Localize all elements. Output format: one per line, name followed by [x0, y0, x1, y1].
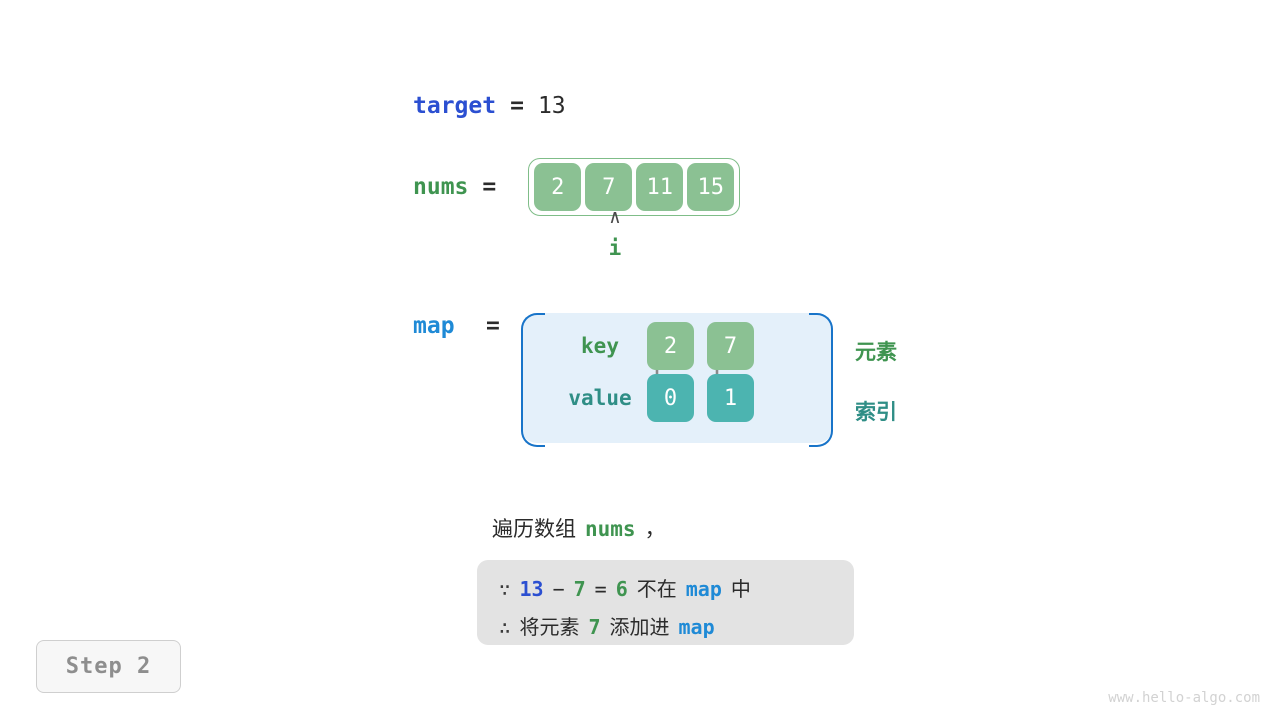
target-equals: =	[510, 93, 524, 119]
nums-equals: =	[482, 174, 497, 200]
map-key-row: key 2 7	[553, 322, 754, 370]
index-pointer: ∧ i	[592, 206, 638, 261]
description-line: 遍历数组 nums ，	[492, 513, 666, 543]
step-badge-label: Step 2	[65, 654, 152, 679]
side-label-element: 元素	[855, 340, 897, 364]
therefore-symbol-icon: ∴	[499, 617, 511, 639]
nums-row: nums = 2 7 11 15	[413, 158, 741, 216]
caret-up-icon: ∧	[609, 206, 621, 228]
equals-operator: =	[594, 577, 607, 601]
reasoning-not-in-text: 不在	[636, 577, 677, 601]
reasoning-added-value: 7	[588, 615, 601, 639]
target-value: 13	[537, 93, 566, 119]
map-label: map	[413, 313, 455, 339]
description-suffix: ，	[644, 517, 666, 541]
map-value-row: value 0 1	[553, 374, 754, 422]
map-key-label: key	[581, 334, 619, 358]
reasoning-complement: 6	[615, 577, 628, 601]
reasoning-line-1: ∵ 13−7 = 6 不在 map 中	[499, 571, 832, 609]
description-var: nums	[585, 517, 636, 541]
because-symbol-icon: ∵	[499, 579, 511, 601]
description-prefix: 遍历数组	[492, 517, 576, 541]
map-value-cell: 0	[647, 374, 694, 422]
map-value-cells: 0 1	[647, 374, 754, 422]
map-key-cell: 7	[707, 322, 754, 370]
array-cell: 2	[534, 163, 582, 211]
array-cell: 15	[687, 163, 735, 211]
map-row: map =	[413, 313, 500, 339]
map-value-cell: 1	[707, 374, 754, 422]
pointer-label: i	[608, 236, 622, 260]
watermark: www.hello-algo.com	[1108, 690, 1260, 706]
reasoning-add-text: 将元素	[519, 615, 580, 639]
array-cell: 7	[585, 163, 633, 211]
array-cell: 11	[636, 163, 684, 211]
reasoning-tail-text: 中	[730, 577, 751, 601]
reasoning-map-ref: map	[685, 577, 722, 601]
nums-array: 2 7 11 15	[528, 158, 741, 216]
target-row: target = 13	[413, 93, 566, 119]
step-badge: Step 2	[36, 640, 181, 693]
map-value-label: value	[568, 386, 632, 410]
nums-label: nums	[413, 174, 469, 200]
map-container: key 2 7 value 0 1	[521, 313, 833, 447]
reasoning-current-value: 7	[573, 577, 586, 601]
reasoning-target: 13	[519, 577, 544, 601]
reasoning-map-ref: map	[678, 615, 715, 639]
reasoning-into-text: 添加进	[609, 615, 670, 639]
map-key-cells: 2 7	[647, 322, 754, 370]
reasoning-line-2: ∴ 将元素 7 添加进 map	[499, 609, 832, 647]
side-label-index: 索引	[855, 400, 897, 424]
target-label: target	[413, 93, 497, 119]
map-side-labels: 元素 索引	[855, 336, 975, 426]
minus-operator: −	[552, 577, 565, 601]
map-key-cell: 2	[647, 322, 694, 370]
map-equals: =	[486, 313, 500, 339]
